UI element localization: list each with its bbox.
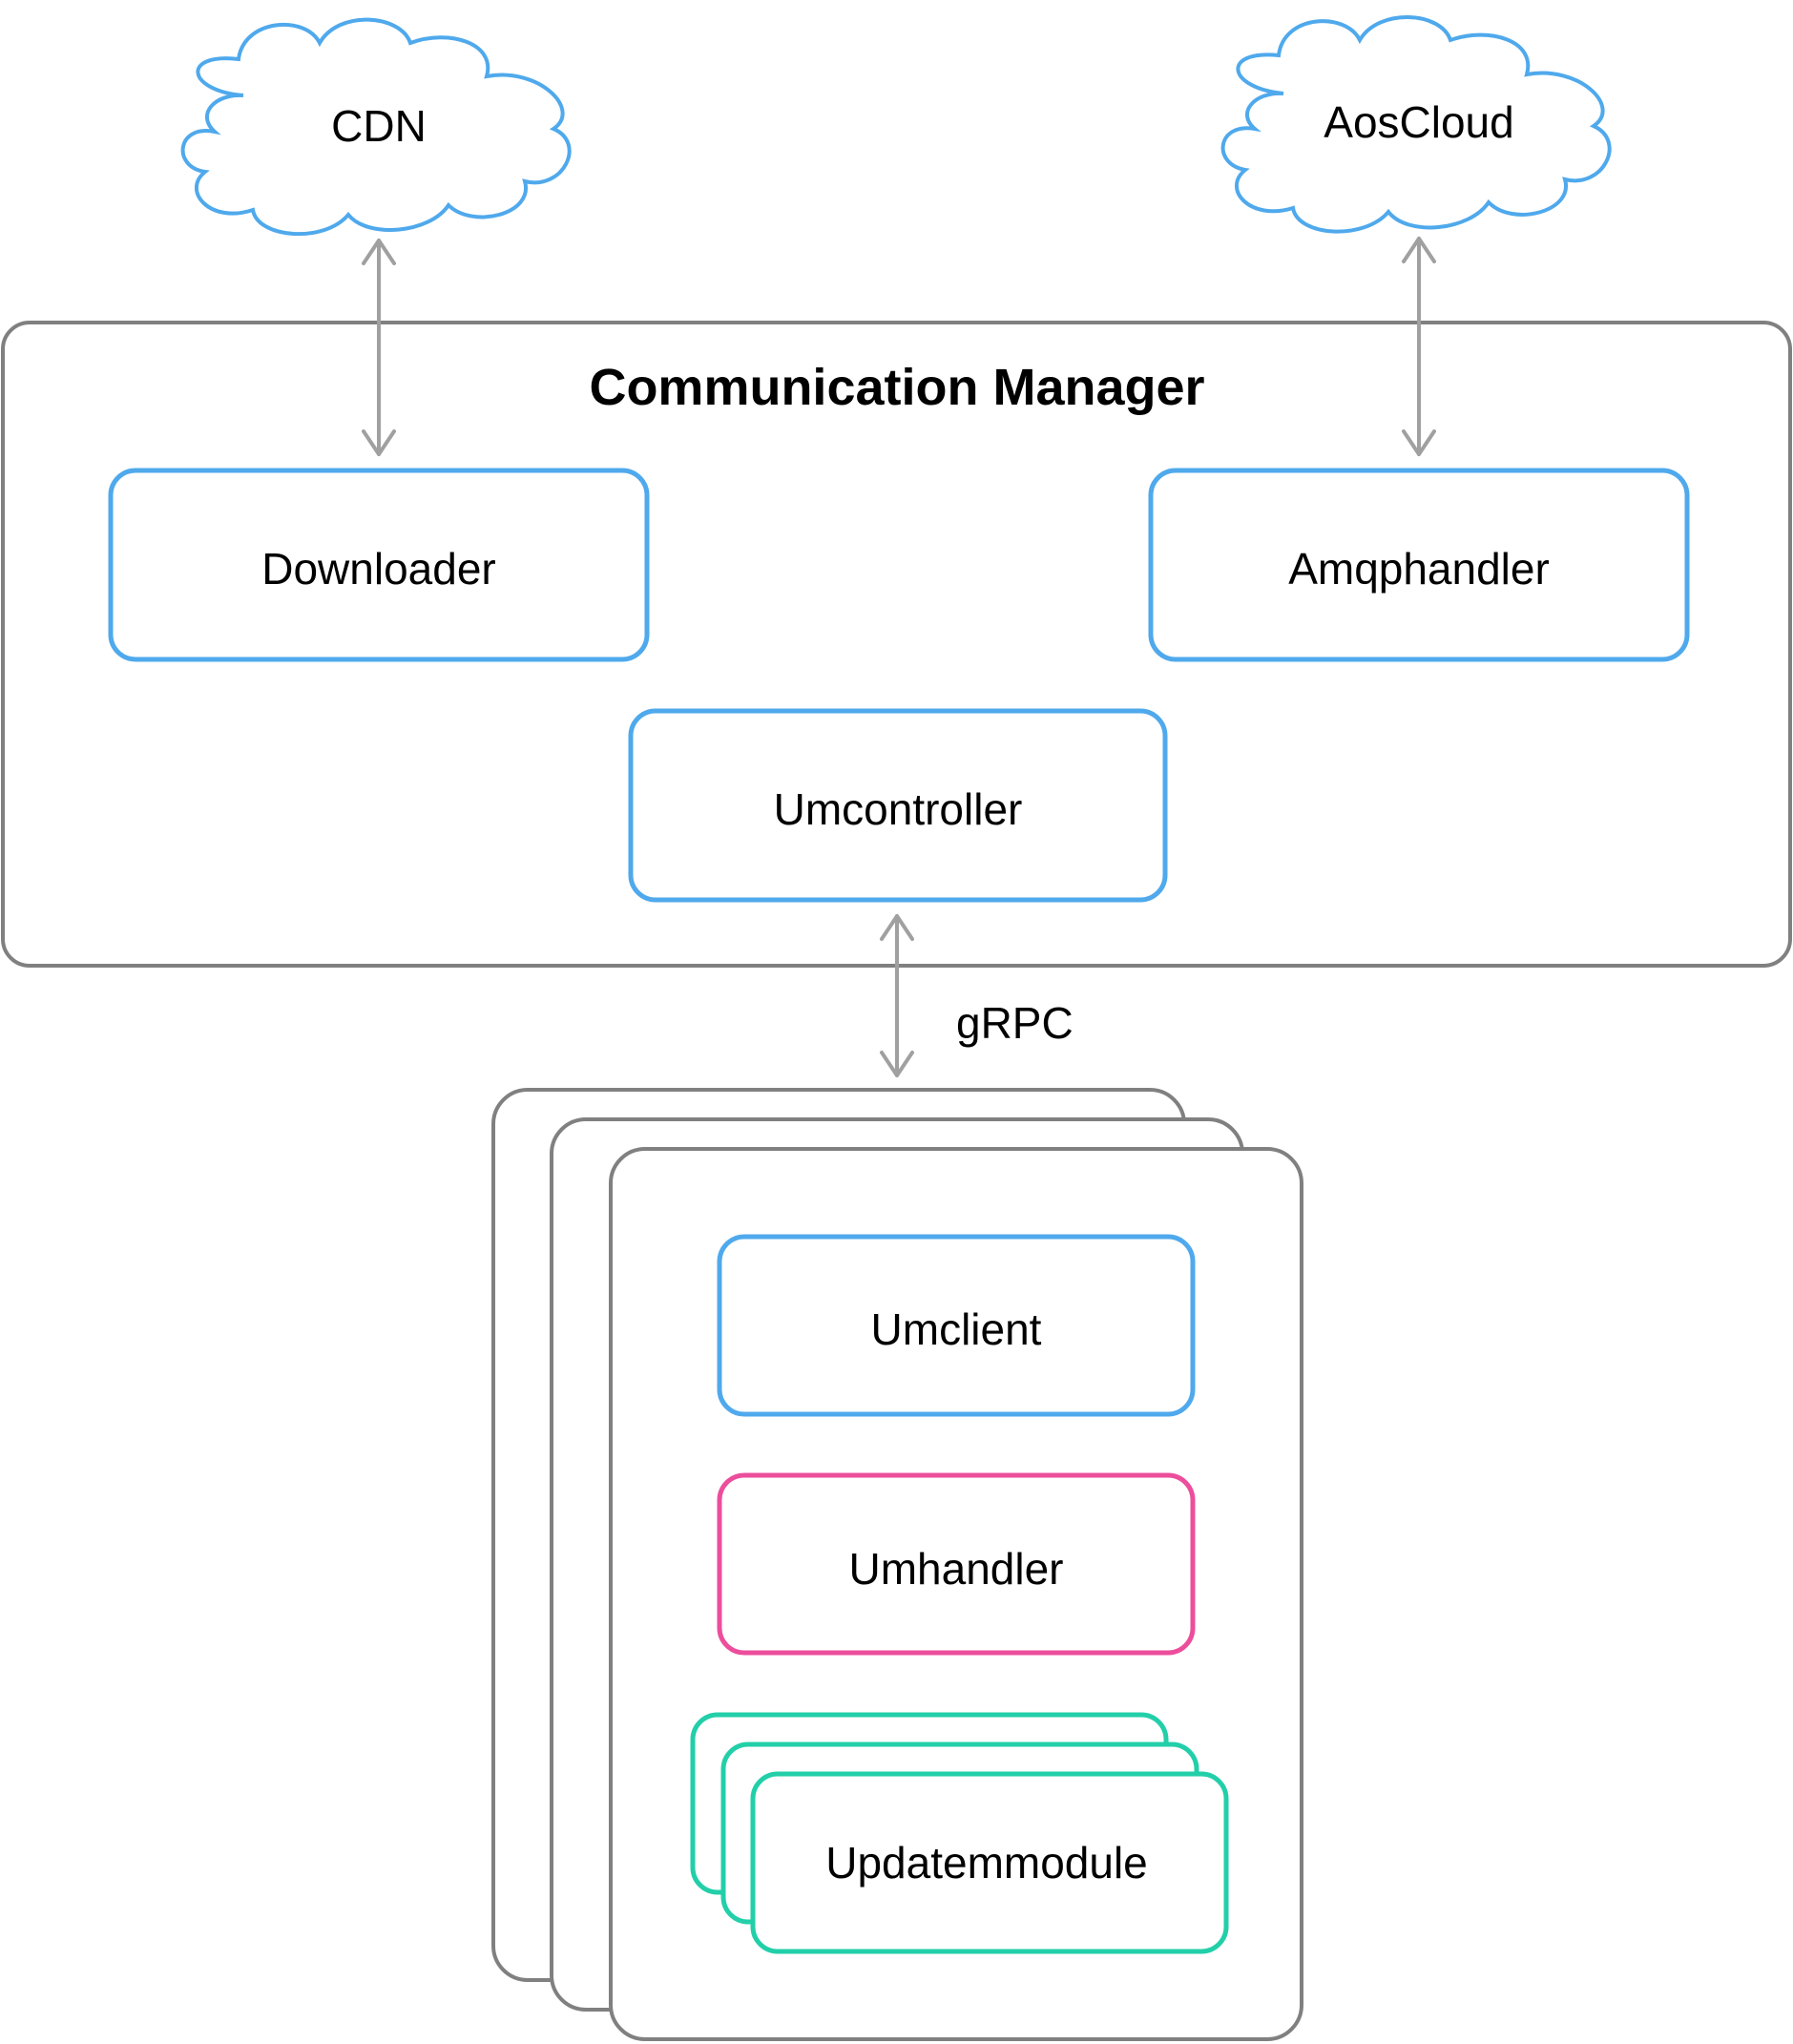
updatemmodule-front-frame <box>750 1771 1229 1954</box>
update-manager-stack: Umclient Umhandler Updatemmodule <box>491 1088 1303 2041</box>
amqphandler-box: Amqphandler <box>1148 468 1690 662</box>
communication-manager-title: Communication Manager <box>589 359 1204 416</box>
umclient-frame <box>717 1234 1196 1417</box>
amqphandler-label: Amqphandler <box>1288 544 1550 594</box>
downloader-box: Downloader <box>108 468 650 662</box>
aoscloud-cloud-shape <box>1220 15 1612 234</box>
umclient-box: Umclient <box>717 1234 1196 1417</box>
cdn-downloader-arrow <box>362 239 396 456</box>
aoscloud-cloud: AosCloud <box>1220 15 1612 234</box>
updatemmodule-label: Updatemmodule <box>825 1838 1148 1888</box>
cdn-label: CDN <box>331 101 427 151</box>
aoscloud-label: AosCloud <box>1324 97 1513 147</box>
cdn-cloud: CDN <box>180 17 572 236</box>
umcontroller-box: Umcontroller <box>628 708 1168 903</box>
umcontroller-label: Umcontroller <box>774 784 1023 834</box>
updatemmodule-stack: Updatemmodule <box>690 1712 1229 1954</box>
aoscloud-amqphandler-arrow <box>1402 237 1436 456</box>
umcontroller-frame <box>628 708 1168 903</box>
downloader-label: Downloader <box>261 544 495 594</box>
cdn-cloud-shape <box>180 17 572 236</box>
umhandler-frame <box>717 1472 1196 1656</box>
grpc-arrow <box>880 914 914 1077</box>
umhandler-box: Umhandler <box>717 1472 1196 1656</box>
amqphandler-frame <box>1148 468 1690 662</box>
downloader-frame <box>108 468 650 662</box>
communication-manager: Communication Manager Downloader Amqphan… <box>1 321 1792 968</box>
grpc-label: gRPC <box>956 998 1074 1048</box>
umhandler-label: Umhandler <box>849 1544 1064 1594</box>
umclient-label: Umclient <box>871 1304 1042 1354</box>
